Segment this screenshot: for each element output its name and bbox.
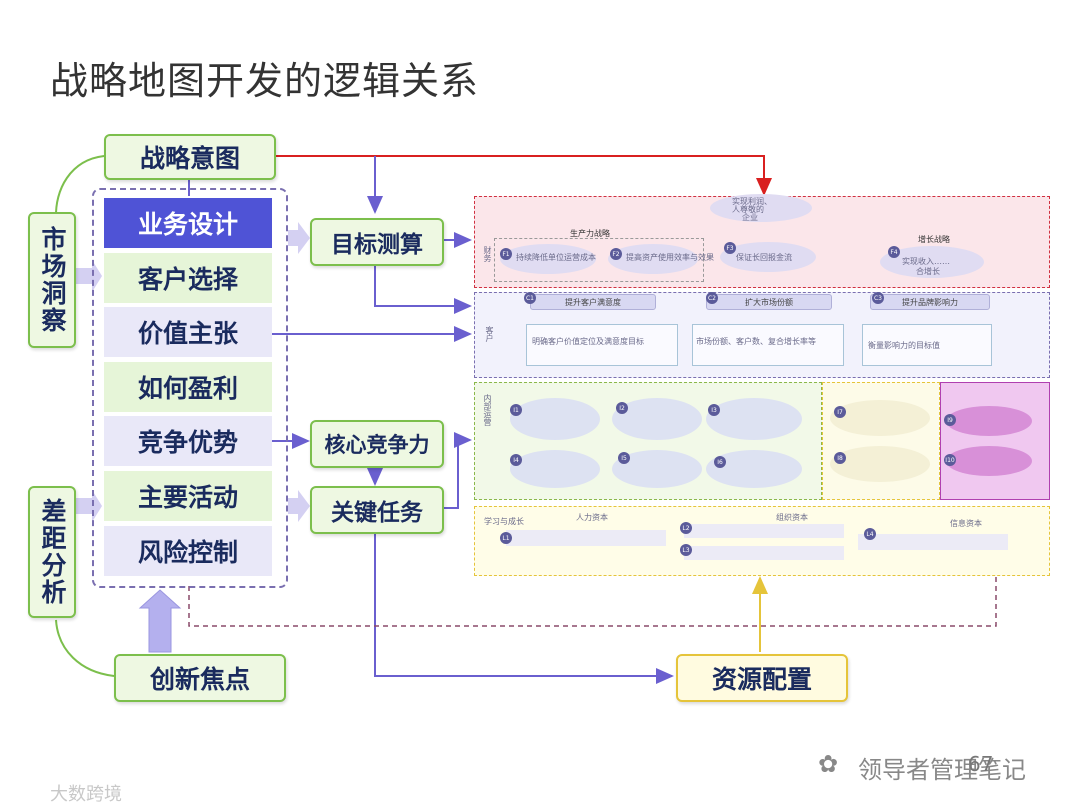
learning-info: 信息资本 (950, 519, 982, 528)
i1-oval (510, 398, 600, 440)
f1-badge: F1 (500, 248, 512, 260)
f4-text-2: 合增长 (916, 267, 940, 276)
customer-label: 客户 (485, 326, 494, 342)
row-key-activities: 主要活动 (104, 471, 272, 521)
strategic-intent-box: 战略意图 (104, 134, 276, 180)
c1-desc: 明确客户价值定位及满意度目标 (532, 337, 644, 346)
i10-badge: I10 (944, 454, 956, 466)
i9-oval (946, 406, 1032, 436)
key-tasks-box: 关键任务 (310, 486, 444, 534)
row-business-design: 业务设计 (104, 198, 272, 248)
core-competence-box: 核心竞争力 (310, 420, 444, 468)
i10-oval (946, 446, 1032, 476)
c2-badge: C2 (706, 292, 718, 304)
l3-badge: L3 (680, 544, 692, 556)
f4-text: 实现收入…… (902, 257, 950, 266)
f1-oval (500, 244, 596, 274)
learning-label: 学习与成长 (484, 517, 524, 526)
c3-chip: 提升品牌影响力 (870, 294, 990, 310)
c1-desc-box (526, 324, 678, 366)
i8-oval (830, 446, 930, 482)
finance-top-text-2: 人尊敬的 (732, 205, 764, 214)
l4-badge: L4 (864, 528, 876, 540)
f2-oval (608, 244, 698, 274)
f3-text: 保证长回报金流 (736, 253, 792, 262)
i8-badge: I8 (834, 452, 846, 464)
row-customer-selection: 客户选择 (104, 253, 272, 303)
internal-layer-c (940, 382, 1050, 500)
innovation-focus-box: 创新焦点 (114, 654, 286, 702)
c3-desc: 衡量影响力的目标值 (868, 341, 940, 350)
gap-analysis-box: 差距分析 (28, 486, 76, 618)
market-insight-box: 市场洞察 (28, 212, 76, 348)
wechat-icon: ✿ (818, 750, 839, 778)
i4-oval (510, 450, 600, 488)
i9-badge: I9 (944, 414, 956, 426)
learning-hr: 人力资本 (576, 513, 608, 522)
growth-label: 增长战略 (918, 235, 950, 244)
finance-label: 财务 (483, 246, 492, 262)
f2-badge: F2 (610, 248, 622, 260)
strategy-map: 财务 实现利润、 人尊敬的 企业 生产力战略 增长战略 F1 持续降低单位运营成… (470, 190, 1050, 580)
productivity-group (494, 238, 704, 282)
c1-badge: C1 (524, 292, 536, 304)
c2-desc: 市场份额、客户数、复合增长率等 (696, 337, 816, 346)
c2-chip: 扩大市场份额 (706, 294, 832, 310)
row-profit-model: 如何盈利 (104, 362, 272, 412)
finance-top-oval (710, 194, 812, 222)
f4-badge: F4 (888, 246, 900, 258)
l2-badge: L2 (680, 522, 692, 534)
i7-oval (830, 400, 930, 436)
i4-badge: I4 (510, 454, 522, 466)
c3-desc-box (862, 324, 992, 366)
target-calculation-box: 目标测算 (310, 218, 444, 266)
l1-badge: L1 (500, 532, 512, 544)
c2-desc-box (692, 324, 844, 366)
page-title: 战略地图开发的逻辑关系 (50, 59, 480, 103)
finance-top-text-3: 企业 (742, 213, 758, 222)
row-competitive-advantage: 竞争优势 (104, 416, 272, 466)
resource-allocation-box: 资源配置 (676, 654, 848, 702)
i6-badge: I6 (714, 456, 726, 468)
c3-badge: C3 (872, 292, 884, 304)
business-design-container (92, 188, 288, 588)
i3-badge: I3 (708, 404, 720, 416)
i1-badge: I1 (510, 404, 522, 416)
l3-bar (684, 546, 844, 560)
i7-badge: I7 (834, 406, 846, 418)
f2-text: 提高资产使用效率与效果 (626, 253, 714, 262)
l2-bar (684, 524, 844, 538)
i5-badge: I5 (618, 452, 630, 464)
productivity-label: 生产力战略 (570, 229, 610, 238)
f3-badge: F3 (724, 242, 736, 254)
watermark-left: 大数跨境 (50, 784, 122, 805)
learning-org: 组织资本 (776, 513, 808, 522)
row-value-proposition: 价值主张 (104, 307, 272, 357)
page-number: 67 (968, 752, 994, 776)
row-risk-control: 风险控制 (104, 526, 272, 576)
l4-bar (858, 534, 1008, 550)
internal-label: 内部运营 (483, 394, 492, 426)
f1-text: 持续降低单位运营成本 (516, 253, 596, 262)
l1-bar (506, 530, 666, 546)
watermark-right: 领导者管理笔记 (858, 756, 1026, 784)
i2-badge: I2 (616, 402, 628, 414)
c1-chip: 提升客户满意度 (530, 294, 656, 310)
finance-top-text: 实现利润、 (732, 197, 772, 206)
f3-oval (720, 242, 816, 272)
i3-oval (706, 398, 802, 440)
